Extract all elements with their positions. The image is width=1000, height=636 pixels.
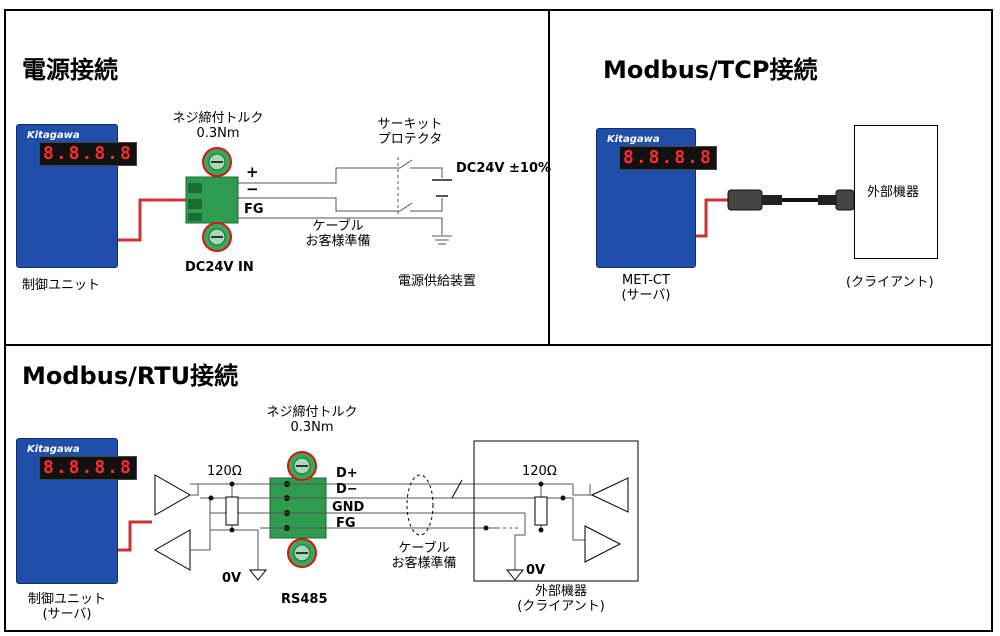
resistor-right-label: 120Ω	[522, 464, 557, 479]
minus-label: −	[246, 180, 259, 198]
unit-line2: (サーバ)	[42, 606, 92, 622]
breaker-line1: サーキット	[377, 117, 443, 132]
rtu-external-label: 外部機器 (クライアント)	[506, 584, 616, 615]
plus-label: +	[246, 163, 259, 181]
ext-line1: 外部機器	[534, 584, 587, 599]
client-label: (クライアント)	[846, 275, 934, 290]
terminal-label: DC24V IN	[185, 260, 254, 275]
rtu-unit-label: 制御ユニット (サーバ)	[16, 592, 118, 623]
d-minus-label: D−	[336, 482, 358, 497]
d-plus-label: D+	[336, 466, 358, 481]
rtu-cable-label: ケーブル お客様準備	[376, 541, 472, 572]
external-device-box: 外部機器	[854, 125, 938, 259]
zero-v-left: 0V	[222, 571, 242, 586]
rtu-title: Modbus/RTU接続	[22, 362, 239, 390]
ground-icon	[505, 569, 525, 581]
supply-label: 電源供給装置	[398, 274, 477, 289]
brand-logo: Kitagawa	[607, 134, 660, 145]
unit-label: 制御ユニット	[22, 278, 101, 293]
control-unit-device: Kitagawa 8.8.8.8	[16, 124, 137, 268]
device-line2: (サーバ)	[621, 287, 671, 303]
resistor-left-label: 120Ω	[207, 464, 242, 479]
unit-line1: 制御ユニット	[27, 592, 106, 607]
met-ct-device: Kitagawa 8.8.8.8	[596, 128, 717, 268]
right-driver-triangle	[584, 525, 622, 563]
panel-modbus-rtu	[4, 344, 993, 632]
rtu-control-unit-device: Kitagawa 8.8.8.8	[16, 438, 137, 584]
ext-line2: (クライアント)	[517, 598, 605, 614]
power-cable-label: ケーブル お客様準備	[290, 219, 386, 250]
gnd-label: GND	[332, 500, 365, 515]
power-cable	[104, 198, 186, 242]
torque-line1: ネジ締付トルク	[266, 405, 358, 420]
cable-line1: ケーブル	[312, 219, 364, 234]
rtu-fg-label: FG	[336, 516, 356, 531]
left-receiver-triangle	[153, 529, 191, 571]
cable-line2: お客様準備	[391, 555, 457, 571]
external-box-label: 外部機器	[867, 185, 920, 200]
torque-line1: ネジ締付トルク	[172, 111, 264, 126]
breaker-line2: プロテクタ	[377, 131, 443, 147]
brand-logo: Kitagawa	[27, 444, 80, 455]
torque-line2: 0.3Nm	[290, 419, 334, 435]
ground-icon	[248, 569, 268, 581]
tcp-title: Modbus/TCP接続	[603, 56, 818, 84]
breaker-label: サーキット プロテクタ	[362, 117, 458, 148]
met-ct-label: MET-CT (サーバ)	[594, 273, 698, 304]
rtu-torque-label: ネジ締付トルク 0.3Nm	[256, 405, 368, 436]
rs485-terminal-block	[269, 477, 327, 539]
cable-line1: ケーブル	[398, 541, 450, 556]
zero-v-right: 0V	[526, 563, 546, 578]
segment-display: 8.8.8.8	[39, 456, 137, 480]
left-driver-triangle	[154, 474, 192, 516]
segment-display: 8.8.8.8	[39, 142, 137, 166]
device-line1: MET-CT	[622, 273, 670, 288]
power-title: 電源接続	[22, 56, 118, 84]
power-torque-label: ネジ締付トルク 0.3Nm	[162, 111, 274, 142]
right-receiver-triangle	[590, 477, 629, 513]
segment-display: 8.8.8.8	[619, 146, 717, 170]
rtu-external-box	[473, 440, 639, 582]
rs485-label: RS485	[281, 592, 328, 607]
shield-ellipse	[406, 474, 434, 536]
fg-label: FG	[244, 202, 264, 217]
voltage-label: DC24V ±10%	[456, 161, 552, 176]
brand-logo: Kitagawa	[27, 130, 80, 141]
cable-line2: お客様準備	[305, 233, 371, 249]
torque-line2: 0.3Nm	[196, 125, 240, 141]
